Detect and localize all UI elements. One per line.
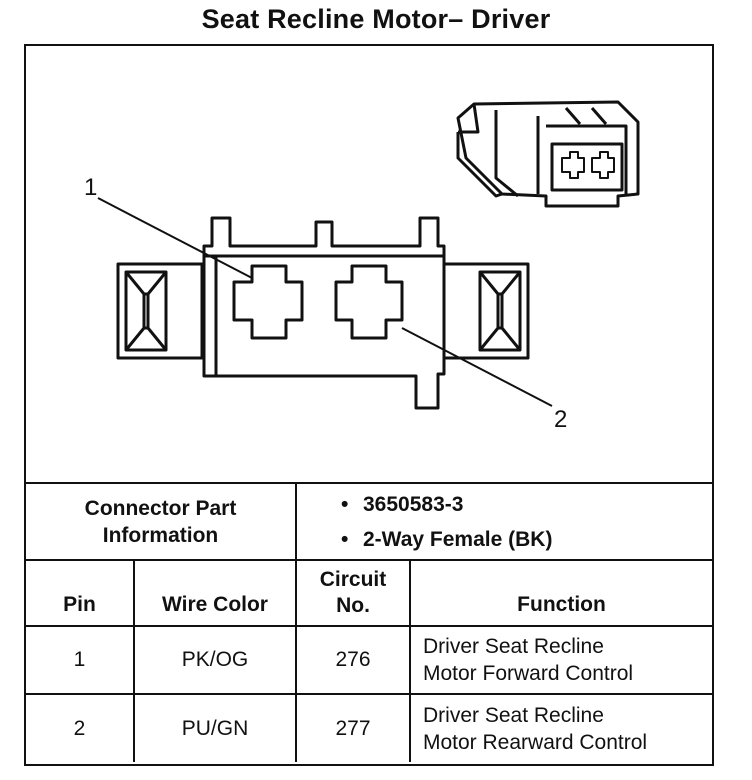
wire-color-cell: PK/OG: [133, 625, 297, 695]
circuit-cell: 276: [295, 625, 411, 695]
connector-part-number: •3650583-3: [341, 487, 712, 522]
pin1-cavity-shape: [232, 264, 304, 340]
wire-color-cell: PU/GN: [133, 693, 297, 762]
connector-sheet: 1 2 Connector Part Information •3650583-…: [24, 44, 714, 766]
function-cell: Driver Seat Recline Motor Forward Contro…: [409, 625, 712, 695]
header-pin: Pin: [26, 559, 135, 627]
connector-3d-view: [456, 100, 640, 208]
header-function: Function: [409, 559, 712, 627]
pin2-callout-label: 2: [554, 406, 568, 433]
pin-cell: 2: [26, 693, 135, 762]
pin2-cavity-shape: [334, 264, 404, 340]
connector-body-outline: [202, 216, 446, 410]
function-cell: Driver Seat Recline Motor Rearward Contr…: [409, 693, 712, 762]
connector-info-table: Connector Part Information •3650583-3 •2…: [26, 484, 712, 762]
connector-part-label-cell: Connector Part Information: [26, 484, 297, 561]
bullet-icon: •: [341, 492, 349, 516]
connector-diagram: 1 2: [26, 46, 712, 484]
circuit-cell: 277: [295, 693, 411, 762]
right-latch-shape: [442, 262, 530, 360]
table-header-row: Pin Wire Color Circuit No. Function: [26, 559, 712, 627]
pin1-callout-label: 1: [84, 174, 98, 201]
pin-cell: 1: [26, 625, 135, 695]
bullet-icon: •: [341, 527, 349, 551]
connector-part-label-line1: Connector Part: [84, 496, 237, 520]
connector-part-row: Connector Part Information •3650583-3 •2…: [26, 484, 712, 561]
connector-part-values-cell: •3650583-3 •2-Way Female (BK): [295, 484, 712, 561]
connector-part-label-line2: Information: [102, 523, 219, 547]
header-circuit-no: Circuit No.: [295, 559, 411, 627]
left-latch-shape: [116, 262, 204, 360]
page-title: Seat Recline Motor– Driver: [201, 4, 551, 34]
connector-description: •2-Way Female (BK): [341, 522, 712, 557]
header-wire-color: Wire Color: [133, 559, 297, 627]
table-row: 2 PU/GN 277 Driver Seat Recline Motor Re…: [26, 693, 712, 762]
connector-illustration: [97, 100, 640, 410]
table-row: 1 PK/OG 276 Driver Seat Recline Motor Fo…: [26, 625, 712, 695]
